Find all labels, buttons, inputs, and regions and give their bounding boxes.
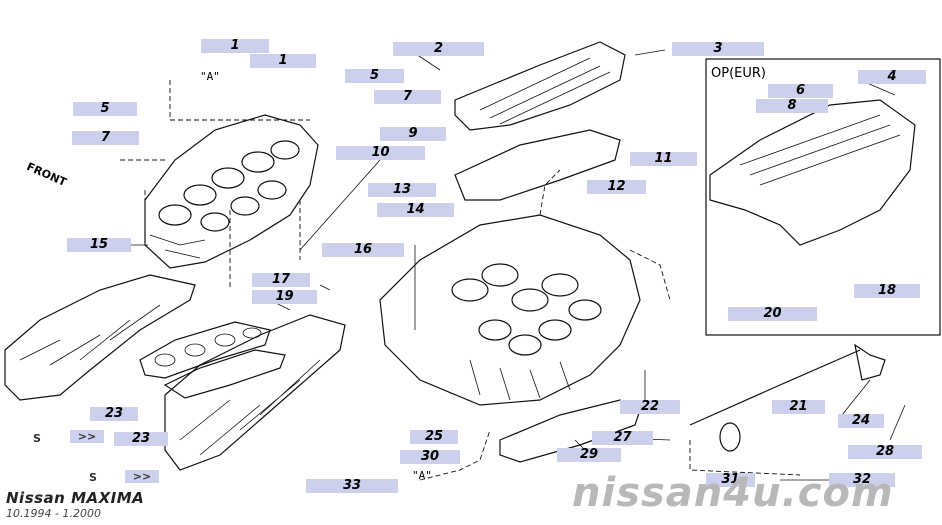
callout-28: 28 <box>848 445 922 459</box>
callout-4: 4 <box>858 70 926 84</box>
callout-25: 25 <box>410 430 458 444</box>
callout-22: 22 <box>620 400 680 414</box>
callout-10: 10 <box>336 146 425 160</box>
callout-12: 12 <box>587 180 646 194</box>
callout-6: 6 <box>768 84 833 98</box>
accel-bracket <box>854 343 886 381</box>
callout-17: 17 <box>252 273 310 287</box>
gasket-31 <box>719 422 741 452</box>
view-mark-a-top: "A" <box>200 70 220 83</box>
callout-3: 3 <box>672 42 764 56</box>
callout-8: 8 <box>756 99 828 113</box>
callout-15: 15 <box>67 238 131 252</box>
callout-5b: 5 <box>73 102 137 116</box>
nav-arrow-1[interactable]: >> <box>70 430 104 443</box>
callout-24: 24 <box>838 414 884 428</box>
control-rod <box>689 349 861 426</box>
callout-19: 19 <box>252 290 317 304</box>
nav-arrow-2[interactable]: >> <box>125 470 159 483</box>
callout-1a: 1 <box>201 39 269 53</box>
option-box-frame <box>705 58 941 336</box>
callout-5a: 5 <box>345 69 404 83</box>
callout-27: 27 <box>592 431 653 445</box>
collector-cover <box>454 41 626 131</box>
callout-2: 2 <box>393 42 484 56</box>
callout-14: 14 <box>377 203 454 217</box>
callout-7a: 7 <box>374 90 441 104</box>
callout-9: 9 <box>380 127 446 141</box>
view-mark-a-bottom: "A" <box>412 469 432 482</box>
callout-13: 13 <box>368 183 436 197</box>
callout-32: 32 <box>829 473 895 487</box>
callout-11: 11 <box>630 152 697 166</box>
callout-23a: 23 <box>90 407 138 421</box>
callout-18: 18 <box>854 284 920 298</box>
callout-33: 33 <box>306 479 398 493</box>
intake-manifold-lower <box>144 114 319 269</box>
callout-20: 20 <box>728 307 817 321</box>
production-period: 10.1994 - 1.2000 <box>6 507 101 520</box>
callout-31: 31 <box>706 473 755 487</box>
option-box-label: OP(EUR) <box>711 66 766 81</box>
callout-16: 16 <box>322 243 404 257</box>
callout-29: 29 <box>557 448 621 462</box>
model-title: Nissan MAXIMA <box>6 489 145 507</box>
nav-marker-s1: S <box>33 432 41 445</box>
collector-gasket <box>454 129 621 201</box>
callout-7b: 7 <box>72 131 139 145</box>
callout-30: 30 <box>400 450 460 464</box>
callout-23b: 23 <box>114 432 168 446</box>
watermark: nissan4u.com <box>572 470 894 516</box>
engine-cover <box>709 99 916 246</box>
intake-collector <box>379 214 641 406</box>
callout-1b: 1 <box>250 54 316 68</box>
gaskets-23 <box>139 321 286 399</box>
callout-21: 21 <box>772 400 825 414</box>
cylinder-head-left <box>4 274 346 471</box>
nav-marker-s2: S <box>89 471 97 484</box>
manifold-gasket-29 <box>499 399 641 463</box>
